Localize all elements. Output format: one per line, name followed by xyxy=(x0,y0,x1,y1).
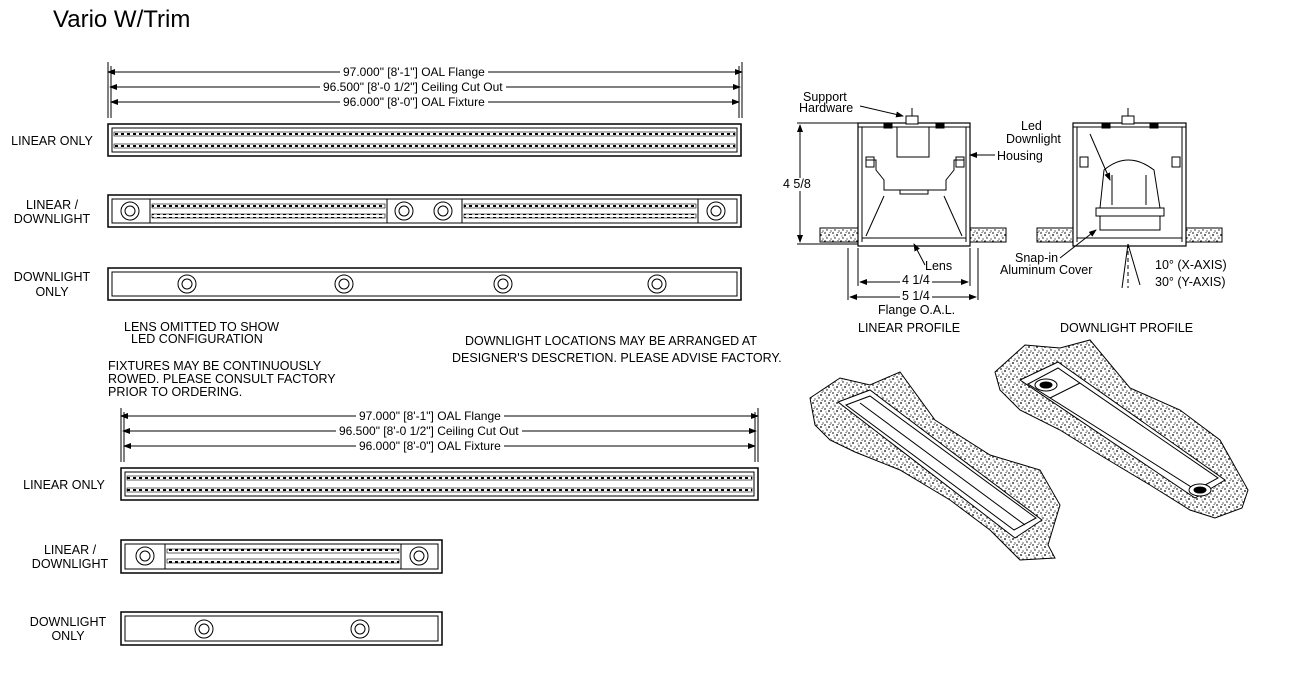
label-support-1: Support xyxy=(803,90,847,104)
bottom-dim-fixture: 96.000" [8'-0"] OAL Fixture xyxy=(356,439,504,453)
note-rowed-3: PRIOR TO ORDERING. xyxy=(108,385,243,399)
caption-downlight-profile: DOWNLIGHT PROFILE xyxy=(1060,321,1194,335)
bottom-dim-cutout: 96.500" [8'-0 1/2"] Ceiling Cut Out xyxy=(336,424,522,438)
top-label-linear-only: LINEAR ONLY xyxy=(11,134,93,148)
bottom-dim-flange: 97.000" [8'-1"] OAL Flange xyxy=(356,409,504,423)
label-led-1: Led xyxy=(1021,119,1042,133)
top-dim-cutout: 96.500" [8'-0 1/2"] Ceiling Cut Out xyxy=(320,80,506,94)
bottom-label-linear-only: LINEAR ONLY xyxy=(23,478,105,492)
page-title: Vario W/Trim xyxy=(53,6,191,33)
linear-profile-drawing xyxy=(797,105,1007,300)
top-dim-fixture: 96.000" [8'-0"] OAL Fixture xyxy=(340,95,488,109)
label-width-outer: 5 1/4 xyxy=(900,289,932,303)
label-housing: Housing xyxy=(997,149,1043,163)
label-width-inner: 4 1/4 xyxy=(900,273,932,287)
label-flange-oal: Flange O.A.L. xyxy=(878,303,956,317)
label-snap-1: Snap-in xyxy=(1015,251,1059,265)
bottom-downlight-only-fixture xyxy=(120,611,443,646)
note-rowed-1: FIXTURES MAY BE CONTINUOUSLY xyxy=(108,359,322,373)
label-height: 4 5/8 xyxy=(783,177,811,191)
linear-3d-view xyxy=(809,371,1061,561)
downlight-profile-drawing xyxy=(1036,108,1223,289)
bottom-label-downlight-1: DOWNLIGHT xyxy=(29,615,107,629)
bottom-label-linear-downlight-2: DOWNLIGHT xyxy=(31,557,109,571)
bottom-label-downlight-2: ONLY xyxy=(51,629,85,643)
top-linear-downlight-fixture xyxy=(107,194,742,228)
top-label-downlight-2: ONLY xyxy=(35,285,69,299)
top-label-downlight-1: DOWNLIGHT xyxy=(13,270,91,284)
bottom-linear-only-fixture xyxy=(120,467,759,501)
label-support-2: Hardware xyxy=(799,101,854,115)
note-lens-1: LENS OMITTED TO SHOW xyxy=(124,320,280,334)
top-label-linear-downlight-2: DOWNLIGHT xyxy=(13,212,91,226)
label-x-axis: 10° (X-AXIS) xyxy=(1155,258,1227,272)
label-lens: Lens xyxy=(925,259,953,273)
note-downlight-locations-1: DOWNLIGHT LOCATIONS MAY BE ARRANGED AT xyxy=(465,334,757,348)
bottom-label-linear-downlight-1: LINEAR / xyxy=(43,543,97,557)
top-dim-flange: 97.000" [8'-1"] OAL Flange xyxy=(340,65,488,79)
label-led-2: Downlight xyxy=(1006,132,1061,146)
note-downlight-locations-2: DESIGNER'S DESCRETION. PLEASE ADVISE FAC… xyxy=(452,351,782,365)
caption-linear-profile: LINEAR PROFILE xyxy=(858,321,961,335)
note-rowed-2: ROWED. PLEASE CONSULT FACTORY xyxy=(108,372,336,386)
bottom-linear-downlight-fixture xyxy=(120,539,443,574)
top-label-linear-downlight-1: LINEAR / xyxy=(25,198,79,212)
note-lens-2: LED CONFIGURATION xyxy=(131,332,263,346)
top-downlight-only-fixture xyxy=(107,267,742,301)
label-snap-2: Aluminum Cover xyxy=(1000,263,1093,277)
downlight-3d-view xyxy=(994,339,1249,519)
label-y-axis: 30° (Y-AXIS) xyxy=(1155,275,1226,289)
top-linear-only-fixture xyxy=(107,123,742,157)
